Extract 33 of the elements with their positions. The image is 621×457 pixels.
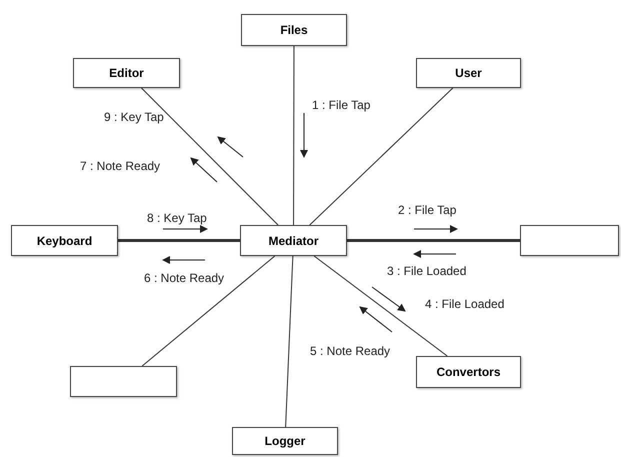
message-label: 3 : File Loaded (387, 263, 466, 280)
message-label: 9 : Key Tap (104, 109, 164, 126)
object-box (520, 225, 619, 256)
connector-line (314, 256, 448, 356)
message-label: 2 : File Tap (398, 202, 456, 219)
connector-line (142, 256, 276, 366)
connector-line (118, 239, 240, 242)
message-label: 1 : File Tap (312, 97, 370, 114)
object-name: Keyboard (36, 232, 92, 250)
object-box (232, 427, 338, 455)
connector-line (347, 239, 520, 242)
object-box (416, 356, 521, 388)
object-box (416, 58, 521, 88)
message-label: 4 : File Loaded (425, 296, 504, 313)
object-box (241, 14, 347, 46)
object-box (73, 58, 180, 88)
object-name: Files (280, 22, 308, 39)
object-name: Logger (264, 433, 306, 450)
object-name: Mediator (268, 232, 318, 250)
object-box (11, 225, 118, 256)
object-name: Editor (109, 65, 144, 82)
connector-line (285, 256, 294, 428)
connector-line (140, 88, 279, 226)
connector-line (309, 88, 454, 226)
message-label: 7 : Note Ready (80, 158, 160, 175)
object-name: User (455, 65, 482, 82)
object-box (70, 366, 177, 397)
message-label: 5 : Note Ready (310, 343, 390, 360)
connector-line (293, 46, 294, 226)
message-label: 8 : Key Tap (147, 210, 207, 227)
object-name: Convertors (436, 364, 500, 381)
message-label: 6 : Note Ready (144, 270, 224, 287)
object-box (240, 225, 347, 256)
